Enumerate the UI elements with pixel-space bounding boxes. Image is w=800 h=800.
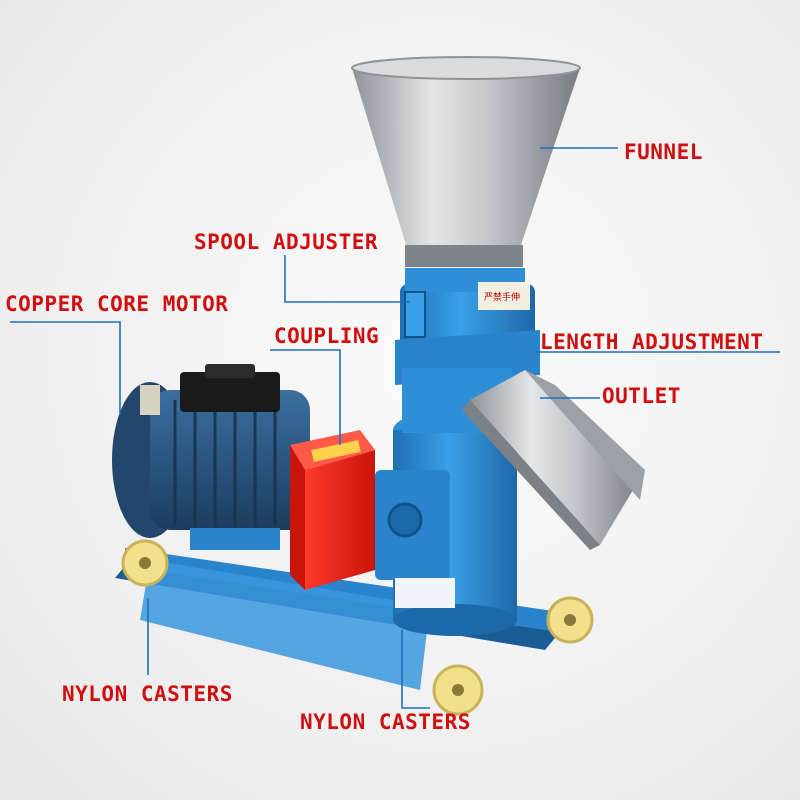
mill-body: 严禁手伸 <box>375 268 540 636</box>
label-length-adjustment: LENGTH ADJUSTMENT <box>540 330 764 354</box>
funnel <box>351 56 581 267</box>
motor <box>112 364 310 550</box>
label-spool-adjuster: SPOOL ADJUSTER <box>194 230 379 254</box>
label-copper-core-motor: COPPER CORE MOTOR <box>5 292 229 316</box>
leader-lines <box>10 147 780 709</box>
label-outlet: OUTLET <box>602 384 681 408</box>
svg-text:严禁手伸: 严禁手伸 <box>484 291 520 303</box>
label-coupling: COUPLING <box>274 324 380 348</box>
label-nylon-casters-right: NYLON CASTERS <box>300 710 471 734</box>
casters <box>121 539 594 716</box>
coupling-guard <box>290 430 375 590</box>
outlet-chute <box>462 370 645 550</box>
label-nylon-casters-left: NYLON CASTERS <box>62 682 233 706</box>
label-funnel: FUNNEL <box>624 140 703 164</box>
